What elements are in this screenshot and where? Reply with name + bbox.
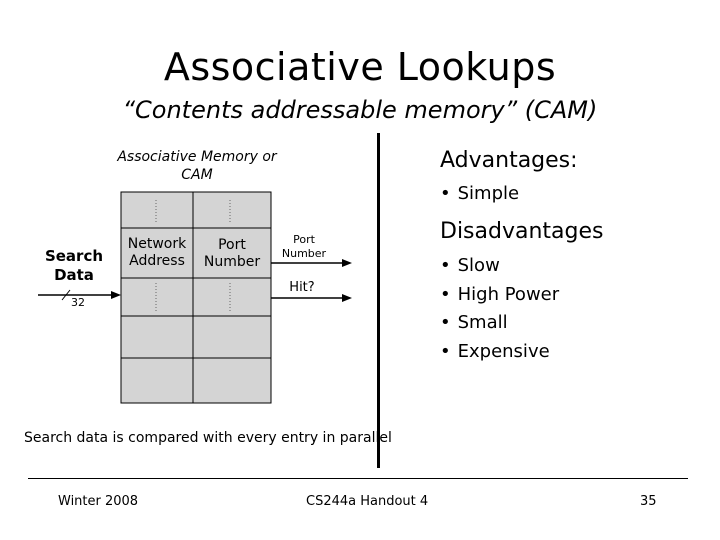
cam-cell-network-4 [120,357,194,404]
cam-cell-port-3 [192,315,272,359]
cam-cell-port-2 [192,277,272,317]
port-number-arrow [271,259,352,267]
footer-handout: CS244a Handout 4 [306,494,429,509]
cam-cell-port-0 [192,191,272,229]
output-hit-label: Hit? [289,280,315,295]
advantages-list: Simple [440,180,519,209]
cam-cell-port-4 [192,357,272,404]
cam-caption: Associative Memory or CAM [117,149,277,183]
cam-cell-network-1 [120,227,194,279]
list-item: Slow [440,252,559,281]
search-data-label: Search Data [44,247,104,284]
slide-subtitle: “Contents addressable memory” (CAM) [122,96,598,124]
page-number: 35 [640,494,657,509]
vertical-divider [377,133,380,468]
column-network-address: Network Address [127,236,187,269]
column-port-number: Port Number [203,237,261,270]
list-item: High Power [440,281,560,310]
cam-cell-network-0 [120,191,194,229]
cam-cell-port-1 [192,227,272,279]
cam-table [120,191,272,404]
cam-cell-network-3 [120,315,194,359]
footer-rule [28,478,688,479]
output-port-number-label: Port Number [281,233,327,260]
advantages-heading: Advantages: [440,148,578,173]
list-item: Expensive [440,338,559,367]
list-item: Small [440,309,559,338]
diagram-footnote: Search data is compared with every entry… [24,430,392,446]
search-data-arrow [38,289,121,301]
disadvantages-heading: Disadvantages [440,219,604,244]
slide-title: Associative Lookups [163,45,557,89]
hit-arrow [271,294,352,302]
bus-width-label: 32 [71,296,85,309]
footer-date: Winter 2008 [58,494,139,509]
disadvantages-list: Slow High Power Small Expensive [440,252,560,367]
list-item: Simple [440,180,519,209]
cam-cell-network-2 [120,277,194,317]
